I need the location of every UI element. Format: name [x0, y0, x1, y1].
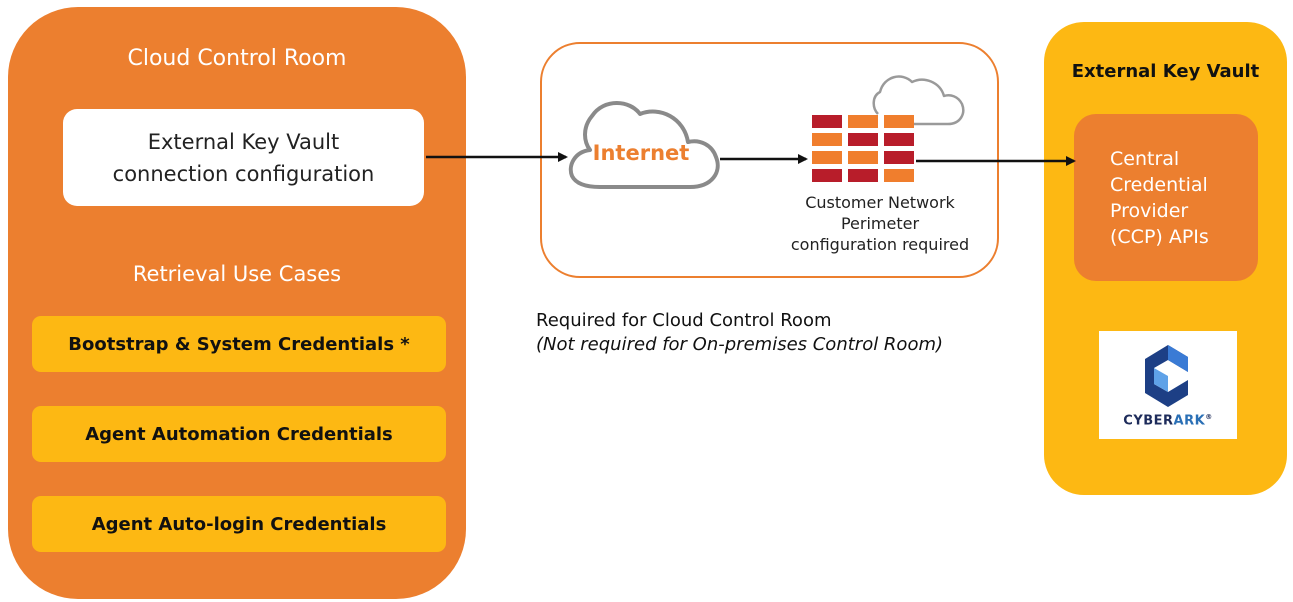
firewall-caption: Customer Network Perimeter configuration… — [790, 193, 970, 254]
ccp-apis-label: Central Credential Provider (CCP) APIs — [1110, 148, 1209, 248]
external-key-vault-title: External Key Vault — [1071, 61, 1260, 82]
use-case-bootstrap-system-credentials: Bootstrap & System Credentials * — [32, 316, 446, 372]
use-case-agent-automation-credentials: Agent Automation Credentials — [32, 406, 446, 462]
use-case-label: Bootstrap & System Credentials * — [68, 333, 410, 355]
cloud-control-room-title: Cloud Control Room — [127, 46, 347, 71]
internet-label: Internet — [592, 141, 690, 165]
cyberark-mark-icon — [1145, 345, 1188, 407]
key-vault-connection-config-box: External Key Vault connection configurat… — [63, 109, 424, 206]
perimeter-cloud-icon — [872, 75, 965, 126]
use-case-agent-auto-login-credentials: Agent Auto-login Credentials — [32, 496, 446, 552]
use-case-label: Agent Automation Credentials — [85, 423, 393, 445]
cyberark-wordmark-a: CYBER — [1123, 413, 1174, 429]
ccp-apis-box — [1074, 114, 1258, 281]
key-vault-connection-config-label: External Key Vault connection configurat… — [112, 129, 375, 186]
cyberark-wordmark-b: ARK — [1173, 413, 1206, 429]
use-case-label: Agent Auto-login Credentials — [91, 513, 387, 535]
cyberark-wordmark: CYBERARK® — [1099, 413, 1237, 428]
firewall-icon — [812, 115, 914, 182]
internet-cloud-icon — [568, 101, 720, 189]
cyberark-registered-mark: ® — [1205, 413, 1213, 421]
retrieval-use-cases-title: Retrieval Use Cases — [132, 262, 342, 286]
not-required-note: (Not required for On-premises Control Ro… — [536, 334, 944, 355]
required-note: Required for Cloud Control Room — [536, 310, 832, 331]
